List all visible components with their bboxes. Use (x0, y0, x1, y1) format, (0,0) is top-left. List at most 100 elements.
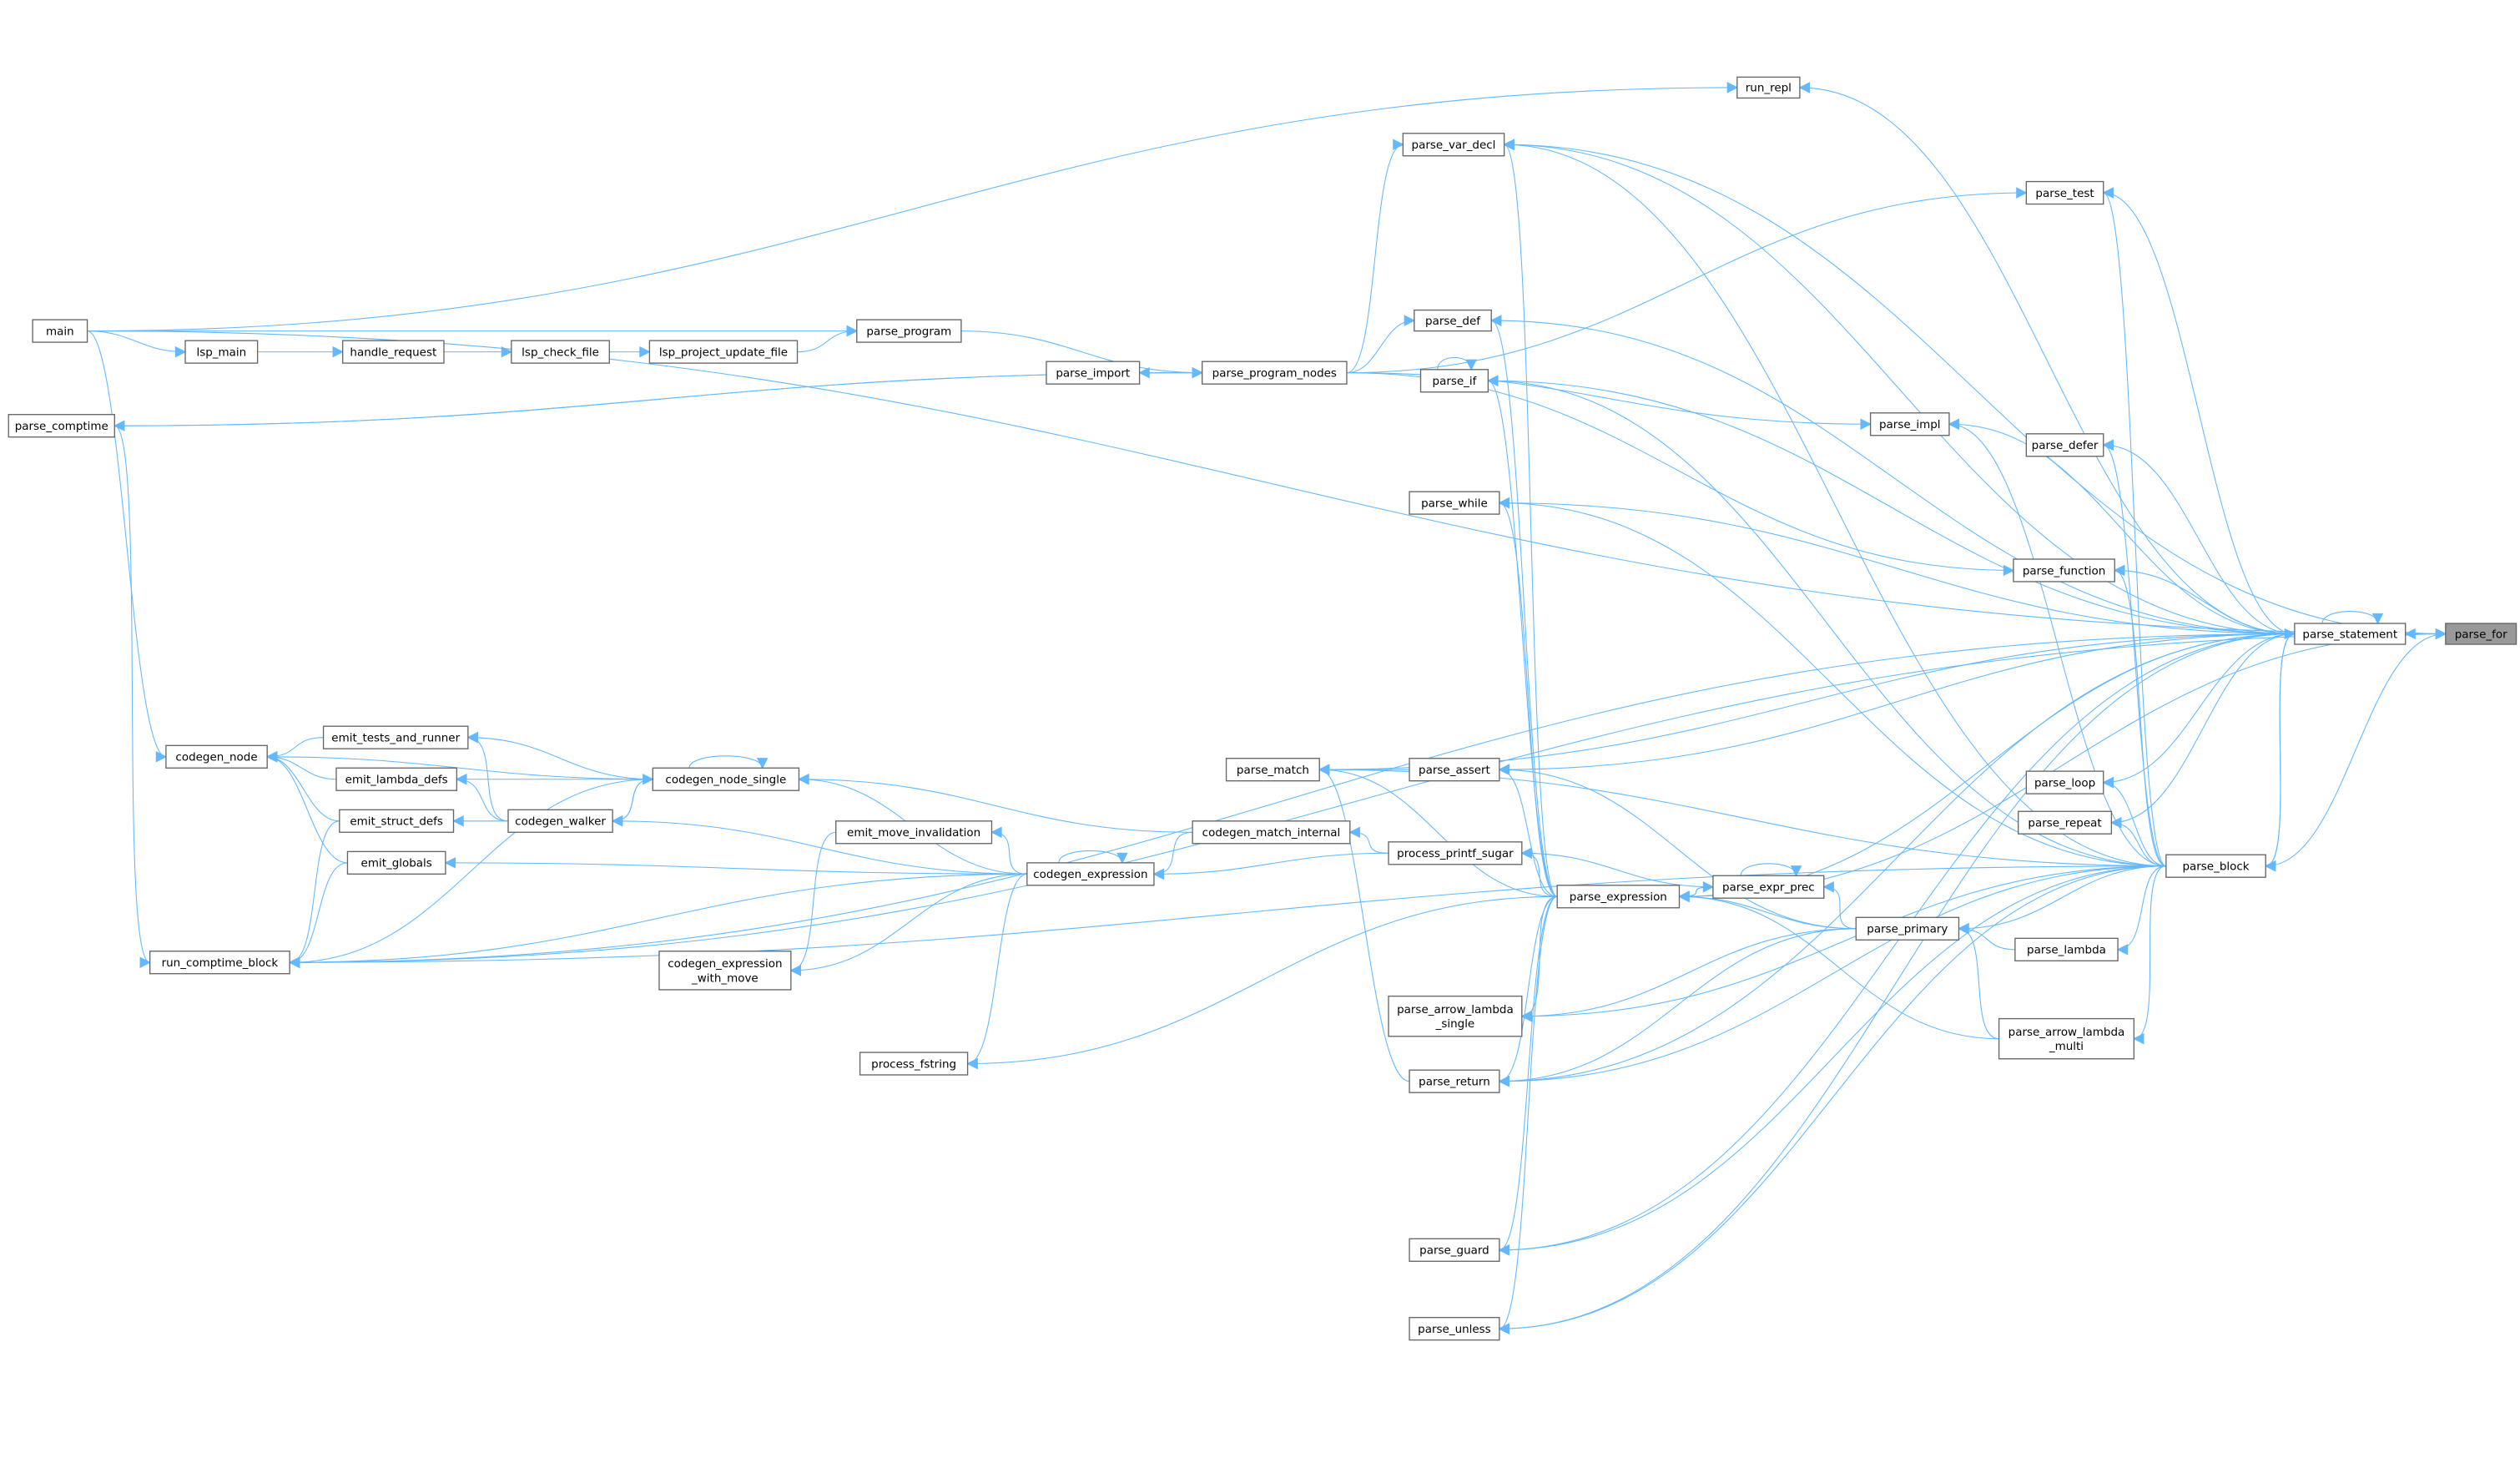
edge-parse_arrow_lambda_multi-to-parse_primary (1958, 923, 1999, 1040)
edge-parse_primary-to-parse_return (1498, 928, 1857, 1087)
node-parse-statement[interactable]: parse_statement (2294, 623, 2407, 645)
node-handle-request[interactable]: handle_request (342, 340, 445, 364)
node-parse-comptime[interactable]: parse_comptime (8, 414, 115, 438)
node-label: parse_impl (1879, 418, 1941, 431)
node-parse-primary[interactable]: parse_primary (1855, 916, 1960, 941)
node-box (346, 850, 446, 875)
node-parse-var-decl[interactable]: parse_var_decl (1402, 133, 1505, 157)
node-label: parse_arrow_lambda (1397, 1003, 1514, 1016)
node-parse-program-nodes[interactable]: parse_program_nodes (1202, 361, 1348, 385)
node-parse-arrow-lambda-single[interactable]: parse_arrow_lambda_single (1388, 995, 1523, 1037)
node-lsp-main[interactable]: lsp_main (184, 340, 259, 364)
node-main[interactable]: main (32, 319, 88, 343)
node-parse-expression[interactable]: parse_expression (1556, 885, 1681, 909)
edge-process_printf_sugar-to-codegen_expression (1152, 852, 1389, 880)
node-emit-globals[interactable]: emit_globals (346, 850, 446, 875)
node-parse-program[interactable]: parse_program (856, 319, 962, 343)
edge-parse_primary-to-parse_arrow_lambda_single (1520, 928, 1857, 1022)
node-box (1409, 491, 1500, 515)
edge-main-to-codegen_node (87, 330, 168, 763)
node-parse-unless[interactable]: parse_unless (1409, 1317, 1500, 1341)
edge-parse_arrow_lambda_multi-to-parse_expression (1678, 890, 1999, 1040)
node-parse-lambda[interactable]: parse_lambda (2014, 937, 2119, 961)
node-codegen-match-internal[interactable]: codegen_match_internal (1192, 820, 1351, 845)
edge-parse_block-to-parse_lambda (2116, 865, 2166, 956)
node-label: _multi (2049, 1040, 2084, 1053)
edge-parse_statement-to-parse_repeat (2110, 633, 2295, 829)
node-lsp-project-update-file[interactable]: lsp_project_update_file (648, 340, 799, 364)
edge-parse_primary-to-parse_expr_prec (1822, 881, 1857, 930)
node-parse-for[interactable]: parse_for (2445, 623, 2517, 645)
edge-parse_statement-to-parse_statement (2321, 611, 2384, 625)
node-codegen-node-single[interactable]: codegen_node_single (652, 767, 800, 791)
node-parse-defer[interactable]: parse_defer (2025, 433, 2104, 457)
node-codegen-node[interactable]: codegen_node (165, 744, 268, 769)
node-box (1855, 916, 1960, 941)
node-parse-return[interactable]: parse_return (1409, 1069, 1500, 1093)
node-parse-repeat[interactable]: parse_repeat (2018, 810, 2113, 835)
node-run-comptime-block[interactable]: run_comptime_block (149, 951, 290, 975)
node-box (2018, 810, 2113, 835)
node-codegen-expression-with-move[interactable]: codegen_expression_with_move (658, 951, 792, 991)
edge-parse_statement-to-parse_impl (1948, 418, 2295, 635)
node-parse-function[interactable]: parse_function (2013, 558, 2115, 583)
edge-parse_expression-to-parse_if (1487, 375, 1558, 897)
node-emit-move-invalidation[interactable]: emit_move_invalidation (835, 820, 993, 845)
node-run-repl[interactable]: run_repl (1736, 76, 1801, 99)
node-parse-if[interactable]: parse_if (1419, 369, 1489, 393)
node-label: _single (1435, 1017, 1475, 1031)
node-label: parse_function (2023, 564, 2105, 578)
node-emit-lambda-defs[interactable]: emit_lambda_defs (335, 767, 458, 791)
node-box (1402, 133, 1505, 157)
node-parse-block[interactable]: parse_block (2165, 854, 2266, 878)
edge-codegen_expression-to-codegen_walker (611, 815, 1027, 875)
node-codegen-walker[interactable]: codegen_walker (507, 809, 613, 833)
node-label: lsp_project_update_file (659, 346, 788, 359)
node-box (648, 340, 799, 364)
node-parse-test[interactable]: parse_test (2025, 180, 2104, 205)
node-label: emit_lambda_defs (345, 774, 448, 787)
node-parse-assert[interactable]: parse_assert (1409, 758, 1500, 782)
node-box (1046, 361, 1141, 385)
edge-codegen_expression-to-emit_move_invalidation (990, 826, 1027, 875)
node-process-printf-sugar[interactable]: process_printf_sugar (1388, 841, 1523, 865)
edge-parse_block-to-parse_if (1487, 375, 2166, 867)
node-box (1869, 412, 1950, 436)
edge-codegen_expression-to-codegen_expression (1058, 850, 1128, 865)
node-box (511, 340, 610, 364)
node-label: parse_arrow_lambda (2008, 1026, 2125, 1039)
node-parse-match[interactable]: parse_match (1225, 758, 1320, 782)
edge-emit_tests_and_runner-to-codegen_node (265, 737, 324, 763)
edge-parse_expression-to-process_fstring (966, 895, 1558, 1070)
node-codegen-expression[interactable]: codegen_expression (1026, 862, 1155, 886)
node-lsp-check-file[interactable]: lsp_check_file (511, 340, 610, 364)
node-box (2014, 937, 2119, 961)
edge-parse_expr_prec-to-parse_expr_prec (1740, 863, 1802, 877)
node-label: parse_program (866, 325, 951, 338)
node-label: emit_globals (361, 857, 432, 870)
node-emit-tests-and-runner[interactable]: emit_tests_and_runner (322, 725, 469, 749)
node-emit-struct-defs[interactable]: emit_struct_defs (339, 809, 455, 833)
node-parse-while[interactable]: parse_while (1409, 491, 1500, 515)
edge-parse_primary-to-parse_expression (1678, 890, 1857, 930)
edge-codegen_match_internal-to-codegen_expression (1152, 831, 1193, 880)
node-label: _with_move (691, 971, 759, 985)
node-box (1998, 1017, 2135, 1060)
node-label: codegen_walker (515, 815, 606, 829)
node-parse-arrow-lambda-multi[interactable]: parse_arrow_lambda_multi (1998, 1017, 2135, 1060)
node-parse-expr-prec[interactable]: parse_expr_prec (1712, 875, 1825, 899)
node-process-fstring[interactable]: process_fstring (859, 1052, 969, 1076)
edge-codegen_walker-to-codegen_node_single (612, 774, 654, 822)
edge-codegen_node_single-to-codegen_node_single (688, 755, 769, 769)
node-box (1419, 369, 1489, 393)
node-label: run_comptime_block (162, 956, 279, 970)
edge-parse_program-to-parse_program_nodes (960, 330, 1204, 379)
node-parse-impl[interactable]: parse_impl (1869, 412, 1950, 436)
edge-parse_statement-to-parse_defer (2102, 439, 2295, 635)
node-parse-import[interactable]: parse_import (1046, 361, 1141, 385)
node-parse-guard[interactable]: parse_guard (1409, 1238, 1500, 1262)
node-label: parse_statement (2302, 628, 2397, 641)
node-parse-loop[interactable]: parse_loop (2025, 770, 2104, 794)
edge-parse_block-to-parse_guard (1498, 865, 2166, 1256)
node-parse-def[interactable]: parse_def (1414, 309, 1492, 332)
